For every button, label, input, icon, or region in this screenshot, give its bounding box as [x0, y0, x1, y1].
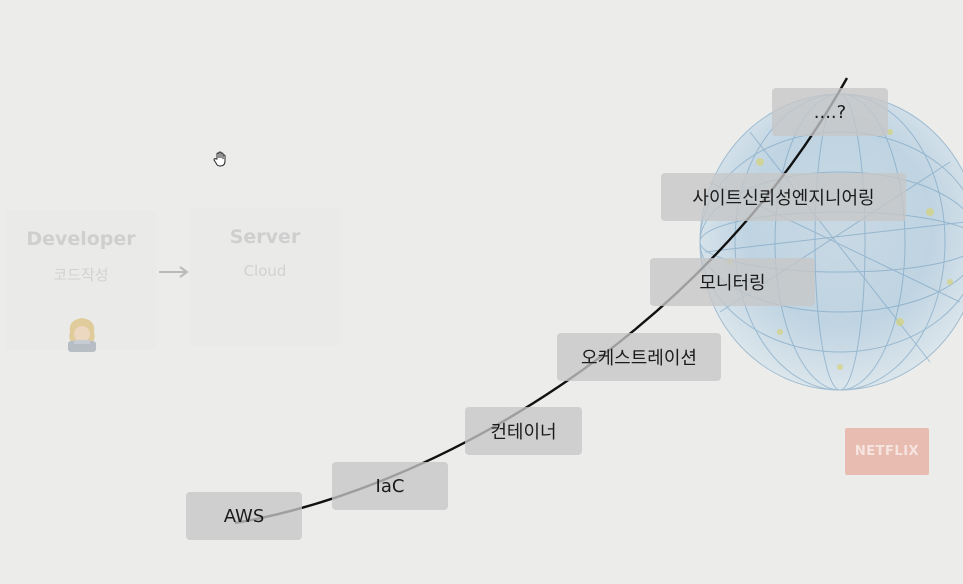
arrow-right-icon [159, 266, 189, 278]
netflix-logo: NETFLIX [845, 428, 929, 475]
step-label: 사이트신뢰성엔지니어링 [692, 188, 875, 209]
step-label: AWS [223, 505, 265, 527]
step-label: IaC [375, 475, 405, 497]
step-monitoring: 모니터링 [650, 258, 815, 306]
step-label: 모니터링 [699, 273, 766, 294]
server-card: Server Cloud [190, 208, 340, 346]
server-subtitle: Cloud [243, 262, 287, 280]
hand-cursor-icon [213, 151, 226, 167]
step-label: 컨테이너 [490, 422, 557, 443]
developer-subtitle: 코드작성 [53, 266, 109, 284]
step-label: ....? [813, 101, 847, 123]
step-iac: IaC [332, 462, 448, 510]
developer-title: Developer [26, 228, 136, 250]
step-next: ....? [772, 88, 888, 136]
developer-figure-icon [68, 318, 96, 352]
step-container: 컨테이너 [465, 407, 582, 455]
netflix-logo-text: NETFLIX [854, 444, 920, 459]
server-title: Server [229, 226, 301, 248]
step-label: 오케스트레이션 [581, 348, 697, 369]
step-orchestration: 오케스트레이션 [557, 333, 721, 381]
step-aws: AWS [186, 492, 302, 540]
step-sre: 사이트신뢰성엔지니어링 [661, 173, 906, 221]
